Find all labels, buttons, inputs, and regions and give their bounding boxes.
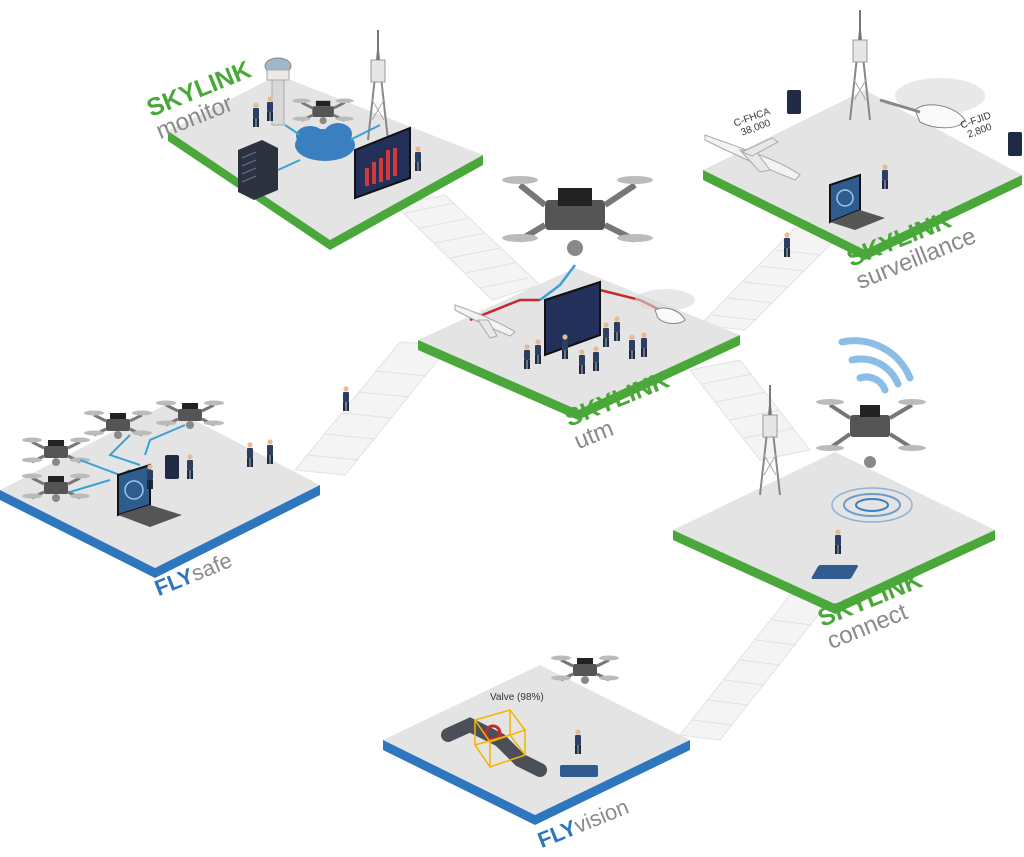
tablet-icon [165,455,179,479]
monitor-screen-icon [544,280,601,357]
platform-flyvision [383,654,690,825]
server-rack-icon [238,140,278,200]
stairs-connect-flyvision [679,594,831,741]
airplane-icon [704,134,801,181]
stairs-flysafe-utm [294,341,451,476]
pipe-valve-icon [441,709,547,777]
laptop-radar-icon [829,173,885,230]
airplane-icon [454,304,516,339]
drone-icon [502,176,653,256]
platform-skylink-surveillance [703,9,1022,260]
helicopter-icon [635,289,695,324]
stairs-utm-surveillance [698,227,842,331]
drone-icon [816,399,926,468]
wifi-signal-icon [838,337,914,394]
stairs-monitor-utm [393,194,541,301]
laptop-radar-icon [117,463,182,527]
drone-icon [549,654,621,686]
tablet-icon [811,565,858,579]
platform-skylink-connect [673,337,995,614]
tablet-icon [787,90,1022,156]
stairs-utm-connect [689,359,811,461]
platform-skylink-monitor [168,29,483,250]
monitor-screen-icon [354,126,411,200]
control-tower-icon [264,57,292,126]
tablet-icon [560,765,598,777]
helicopter-icon [879,78,985,129]
cloud-icon [295,123,355,161]
platform-flysafe [0,386,349,578]
landing-target-icon [831,487,913,523]
valve-readout: Valve (98%) [490,692,544,703]
platform-skylink-utm [418,176,740,420]
